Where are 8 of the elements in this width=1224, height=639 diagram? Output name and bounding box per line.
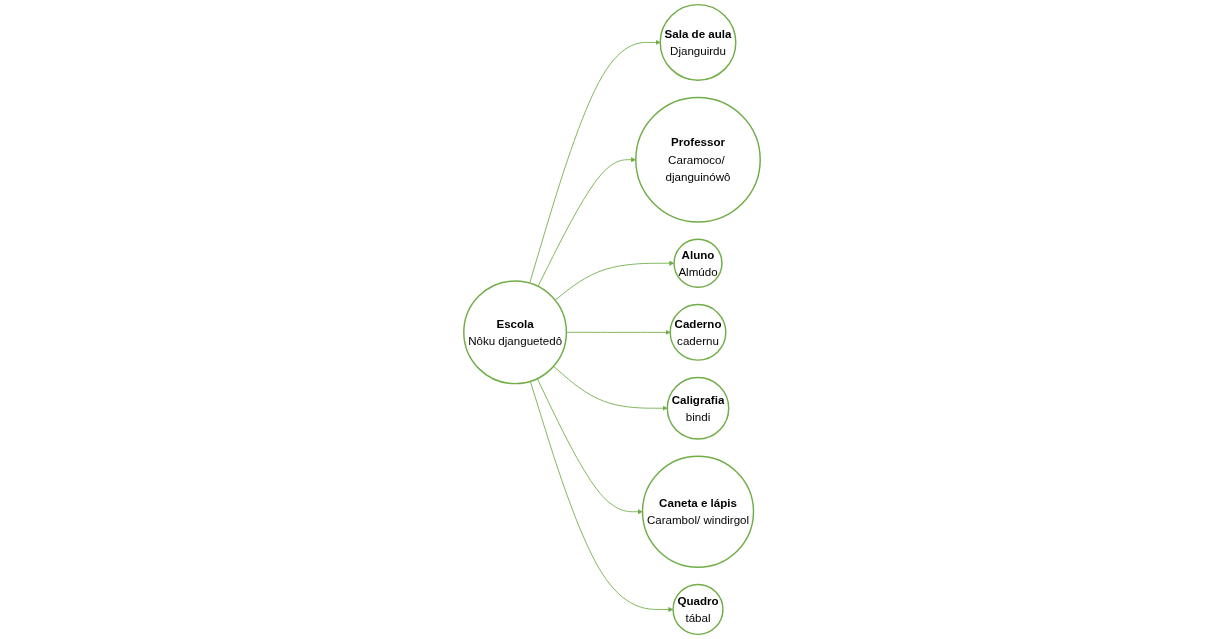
node-circle (635, 96, 761, 223)
node-circle (669, 303, 727, 361)
node-circle (666, 376, 730, 440)
node-circle (641, 455, 755, 568)
node-circle (672, 583, 724, 636)
node-circle (463, 280, 568, 385)
node-circle (673, 238, 723, 288)
node-circle (659, 3, 737, 81)
